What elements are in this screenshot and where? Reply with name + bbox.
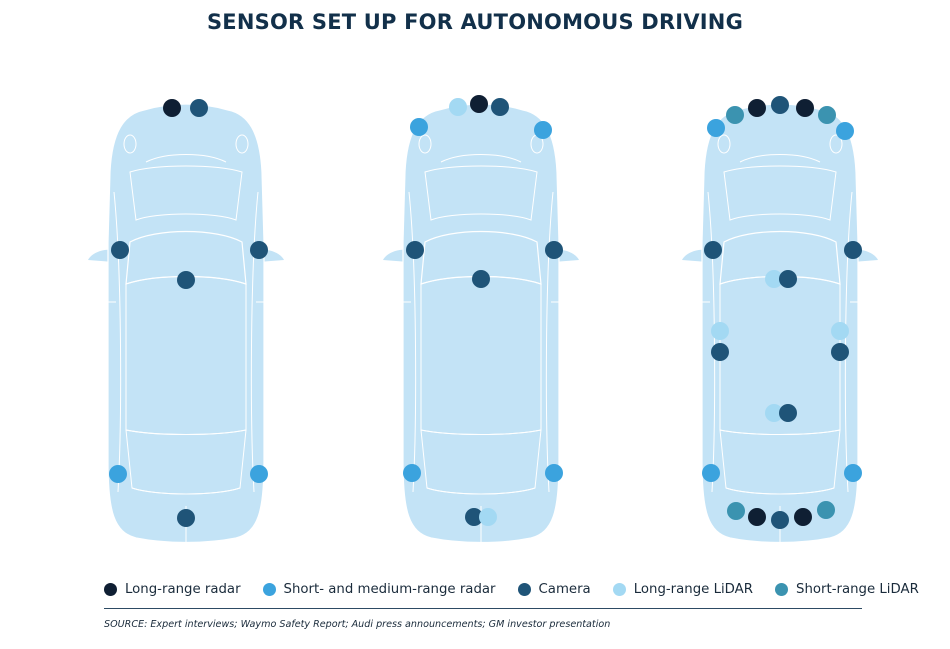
short-range-lidar-swatch bbox=[775, 582, 789, 596]
camera-marker bbox=[545, 241, 563, 259]
short-range-radar-marker bbox=[403, 464, 421, 482]
sensor-markers bbox=[109, 95, 862, 529]
short-range-radar-marker bbox=[844, 464, 862, 482]
long-range-lidar-marker bbox=[765, 404, 783, 422]
short-range-lidar-marker bbox=[727, 502, 745, 520]
camera-marker bbox=[250, 241, 268, 259]
camera-marker bbox=[844, 241, 862, 259]
long-range-radar-marker bbox=[470, 95, 488, 113]
long-range-lidar-marker bbox=[449, 98, 467, 116]
source-note: SOURCE: Expert interviews; Waymo Safety … bbox=[104, 619, 611, 630]
camera-marker bbox=[190, 99, 208, 117]
legend-label: Long-range radar bbox=[125, 581, 241, 597]
legend-item-short-range-radar: Short- and medium-range radar bbox=[262, 581, 496, 597]
short-range-radar-marker bbox=[410, 118, 428, 136]
diagram-title: SENSOR SET UP FOR AUTONOMOUS DRIVING bbox=[206, 10, 744, 34]
camera-marker bbox=[771, 96, 789, 114]
short-range-radar-marker bbox=[707, 119, 725, 137]
legend-item-long-range-radar: Long-range radar bbox=[104, 582, 241, 597]
legend-label: Short- and medium-range radar bbox=[283, 581, 496, 597]
short-range-lidar-marker bbox=[817, 501, 835, 519]
camera-marker bbox=[111, 241, 129, 259]
short-range-radar-marker bbox=[545, 464, 563, 482]
long-range-radar-swatch bbox=[104, 582, 117, 596]
camera-marker bbox=[406, 241, 424, 259]
long-range-lidar-marker bbox=[765, 270, 783, 288]
camera-marker bbox=[472, 270, 490, 288]
legend-item-short-range-lidar: Short-range LiDAR bbox=[775, 582, 919, 597]
divider bbox=[104, 608, 862, 609]
camera-marker bbox=[491, 98, 509, 116]
short-range-radar-marker bbox=[702, 464, 720, 482]
short-range-radar-marker bbox=[250, 465, 268, 483]
camera-marker bbox=[779, 270, 797, 288]
legend-label: Short-range LiDAR bbox=[796, 581, 919, 597]
camera-marker bbox=[465, 508, 483, 526]
legend-item-long-range-lidar: Long-range LiDAR bbox=[612, 581, 754, 597]
legend: Long-range radar Short- and medium-range… bbox=[104, 578, 919, 600]
long-range-radar-marker bbox=[796, 99, 814, 117]
short-range-lidar-marker bbox=[726, 106, 744, 124]
long-range-lidar-swatch bbox=[612, 582, 626, 596]
short-range-lidar-marker bbox=[818, 106, 836, 124]
long-range-lidar-marker bbox=[831, 322, 849, 340]
camera-marker bbox=[177, 271, 195, 289]
camera-marker bbox=[177, 509, 195, 527]
camera-marker bbox=[779, 404, 797, 422]
camera-marker bbox=[711, 343, 729, 361]
legend-label: Camera bbox=[538, 581, 591, 597]
long-range-lidar-marker bbox=[711, 322, 729, 340]
long-range-radar-marker bbox=[748, 99, 766, 117]
short-range-radar-marker bbox=[836, 122, 854, 140]
camera-marker bbox=[704, 241, 722, 259]
short-range-radar-swatch bbox=[262, 582, 276, 596]
long-range-radar-marker bbox=[794, 508, 812, 526]
short-range-radar-marker bbox=[534, 121, 552, 139]
short-range-radar-marker bbox=[109, 465, 127, 483]
legend-item-camera: Camera bbox=[517, 581, 591, 597]
long-range-radar-marker bbox=[163, 99, 181, 117]
long-range-radar-marker bbox=[748, 508, 766, 526]
legend-label: Long-range LiDAR bbox=[633, 581, 754, 597]
camera-marker bbox=[771, 511, 789, 529]
sensor-diagram bbox=[87, 95, 879, 544]
camera-marker bbox=[831, 343, 849, 361]
camera-swatch bbox=[517, 582, 531, 596]
long-range-lidar-marker bbox=[479, 508, 497, 526]
